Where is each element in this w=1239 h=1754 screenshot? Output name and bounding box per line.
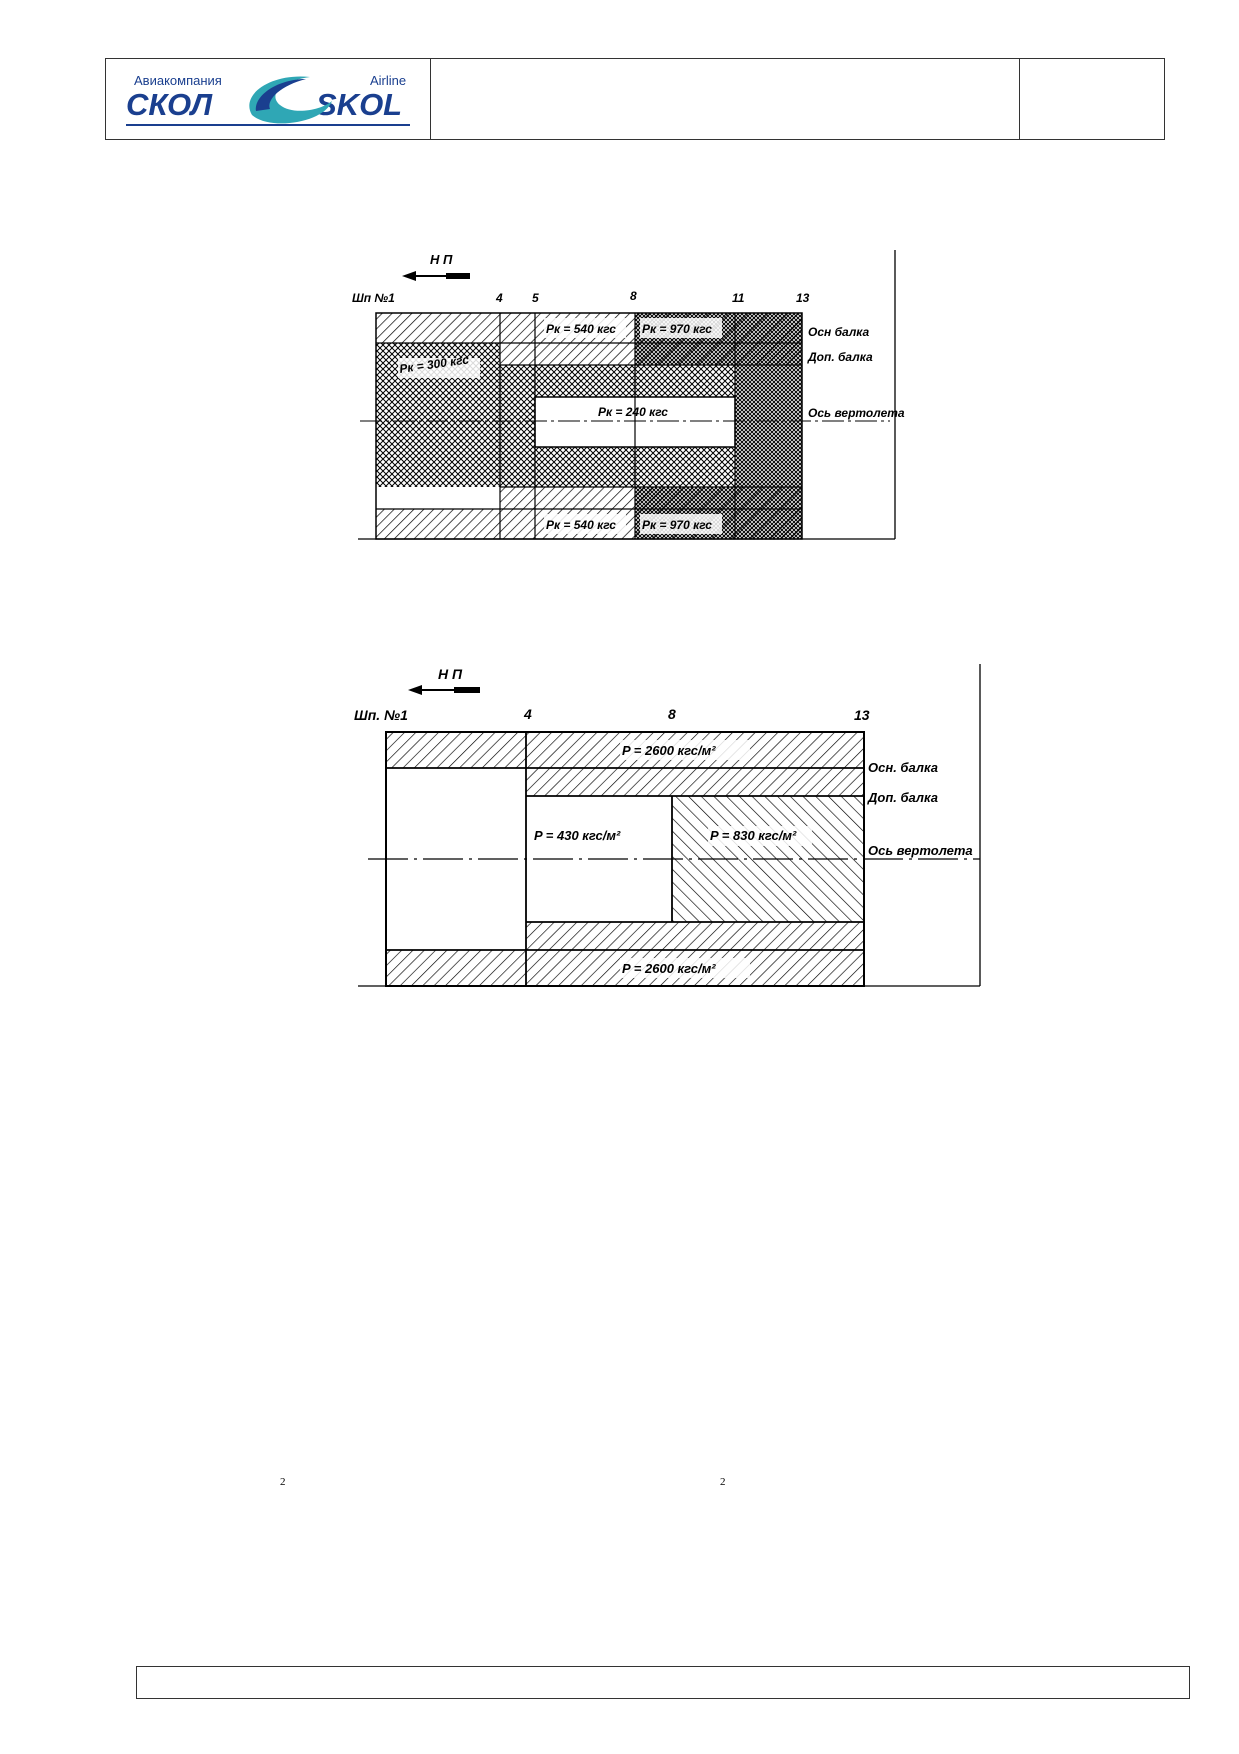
beam-label: Доп. балка — [807, 350, 873, 364]
rear-zone — [735, 313, 802, 539]
direction-label: Н П — [430, 252, 453, 267]
load-label: Pк = 970 кгс — [642, 518, 712, 532]
frame-label: Шп №1 — [352, 291, 395, 305]
airline-logo: Авиакомпания Airline СКОЛ SKOL — [126, 73, 410, 126]
load-label: Pк = 970 кгс — [642, 322, 712, 336]
logo-caption-en: Airline — [370, 73, 406, 88]
aux-beam-zone — [526, 922, 864, 950]
floor-load-diagram-2: Н П Шп. №1 4 8 13 P = 2600 кгс/м² P = 43… — [354, 664, 981, 987]
document-header: Авиакомпания Airline СКОЛ SKOL — [105, 58, 1165, 140]
frame-label: 4 — [523, 706, 532, 722]
superscript-mark: 2 — [280, 1476, 286, 1488]
frame-label: 8 — [630, 289, 637, 303]
forward-arrow-icon — [408, 685, 480, 695]
aux-beam-zone — [526, 768, 864, 796]
header-page-cell — [1020, 59, 1164, 139]
beam-label: Осн. балка — [868, 760, 938, 775]
frame-label: 13 — [796, 291, 810, 305]
load-label: P = 2600 кгс/м² — [622, 961, 716, 976]
frame-label: 8 — [668, 706, 676, 722]
load-label: P = 830 кгс/м² — [710, 828, 797, 843]
floor-load-diagram-1: Н П Шп №1 4 5 8 11 13 Pк = 540 кгс Pк = … — [352, 250, 905, 540]
document-footer — [136, 1666, 1190, 1699]
logo-wordmark-en: SKOL — [316, 87, 402, 122]
frame-label: Шп. №1 — [354, 707, 408, 723]
axis-label: Ось вертолета — [808, 406, 905, 420]
beam-label: Доп. балка — [867, 790, 938, 805]
header-title-cell — [431, 59, 1020, 139]
side-band-zone — [500, 365, 535, 487]
load-label: P = 2600 кгс/м² — [622, 743, 716, 758]
load-label: Pк = 540 кгс — [546, 518, 616, 532]
frame-label: 4 — [495, 291, 503, 305]
frame-label: 13 — [854, 707, 870, 723]
frame-label: 5 — [532, 291, 539, 305]
load-label: P = 430 кгс/м² — [534, 828, 621, 843]
forward-arrow-icon — [402, 271, 470, 281]
load-label: Pк = 540 кгс — [546, 322, 616, 336]
superscript-mark: 2 — [720, 1476, 726, 1488]
axis-label: Ось вертолета — [868, 843, 973, 858]
logo-caption-ru: Авиакомпания — [134, 73, 222, 88]
logo-wordmark-ru: СКОЛ — [126, 87, 213, 122]
frame-label: 11 — [732, 291, 745, 305]
beam-label: Осн балка — [808, 325, 870, 339]
logo-swoosh-icon — [249, 76, 332, 124]
load-label: Pк = 240 кгс — [598, 405, 668, 419]
direction-label: Н П — [438, 666, 463, 682]
header-logo-cell: Авиакомпания Airline СКОЛ SKOL — [106, 59, 431, 139]
